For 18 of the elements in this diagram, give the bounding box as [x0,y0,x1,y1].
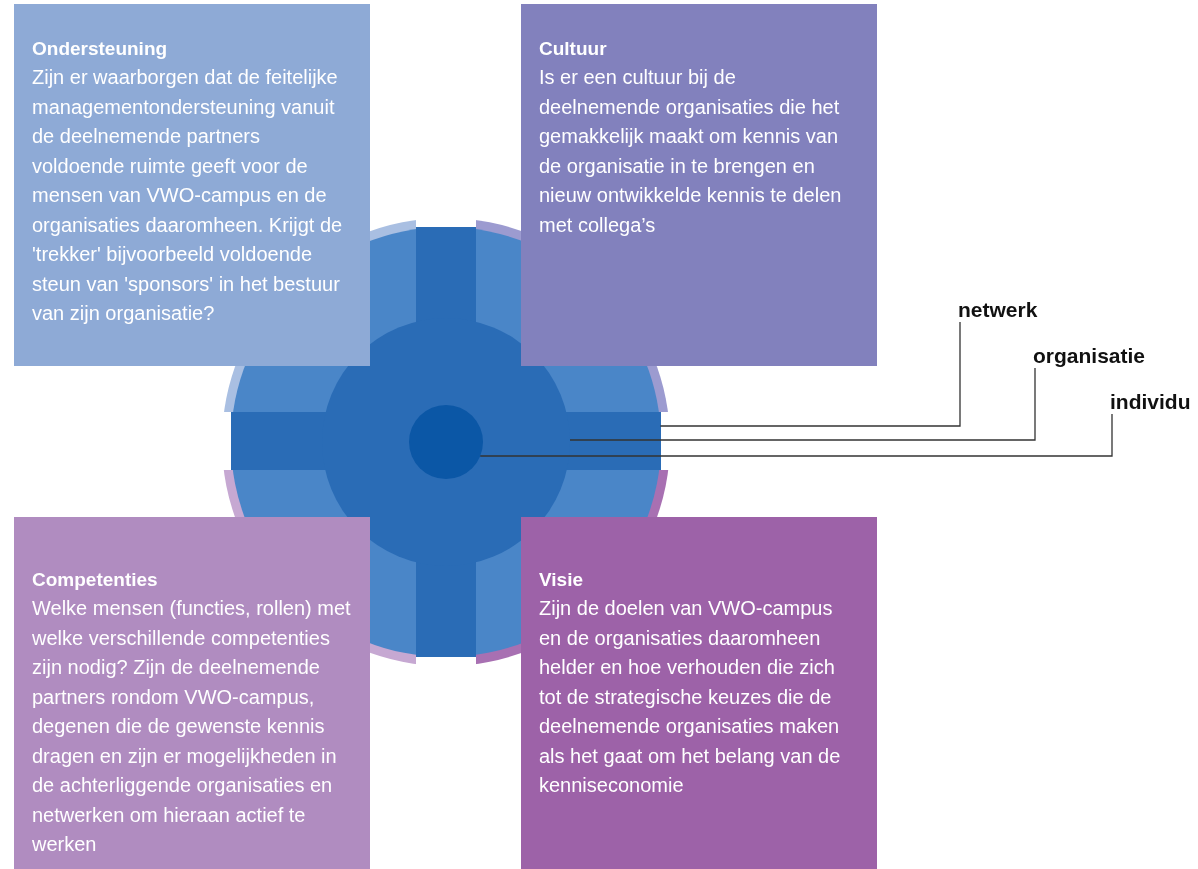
leader-line [479,413,1113,457]
panel-text: Welke mensen (functies, rollen) met welke verschillende competenties zijn nodig? Zijn de deelnemende partners rondom VWO-campus, degenen die de gewenste kennis dragen en zijn er mogelijkheden in de achterliggende organisaties en netwerken om hieraan actief te werken [32,596,352,857]
panel-text: Zijn er waarborgen dat de feitelijke managementondersteuning vanuit de deelnemende partners voldoende ruimte geeft voor de mensen van VWO-campus en de organisaties daaromheen. Krijgt de 'trekker' bijvoorbeeld voldoende steun van 'sponsors' in het bestuur van zijn organisatie? [32,65,344,326]
text-panel [521,517,877,869]
text-panel [521,4,877,366]
panel-heading: Cultuur [539,37,608,61]
leader-line [659,321,961,427]
text-panel [14,4,370,366]
panel-text: Zijn de doelen van VWO-campus en de organisaties daaromheen helder en hoe verhouden die zich tot de strategische keuzes die de deelnemende organisaties maken als het gaat om het belang van de kenniseconomie [539,596,842,798]
leader-line [569,367,1036,441]
panel-heading: Visie [539,568,585,592]
panel-heading: Competenties [32,568,159,592]
ring-label: organisatie [1033,344,1146,368]
text-panel [14,517,370,869]
ring-label: netwerk [958,298,1038,322]
panel-text: Is er een cultuur bij de deelnemende organisaties die het gemakkelijk maakt om kennis van de organisatie in te brengen en nieuw ontwikkelde kennis te delen met collega’s [539,65,843,238]
ring-label: individu [1110,390,1191,414]
panel-heading: Ondersteuning [32,37,169,61]
